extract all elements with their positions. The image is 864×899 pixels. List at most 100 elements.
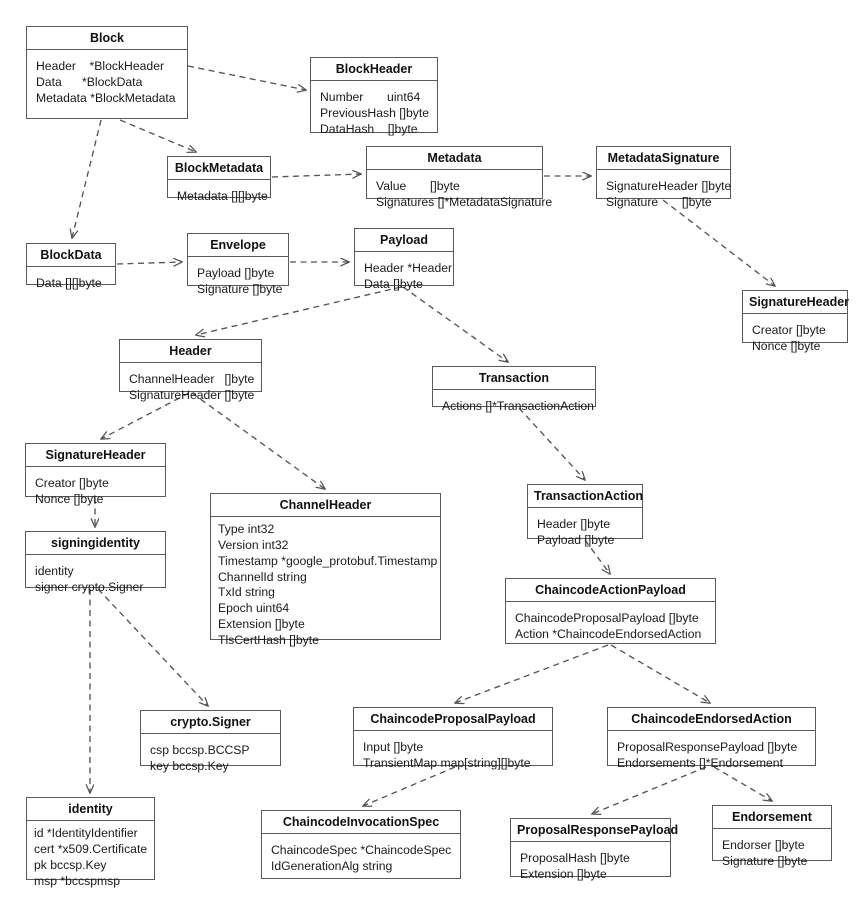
uml-field: id *IdentityIdentifier (34, 826, 138, 841)
uml-class-title-blockdata: BlockData (27, 244, 115, 268)
uml-class-title-identity: identity (27, 798, 154, 822)
uml-field: Extension []byte (520, 867, 607, 882)
uml-class-title-channelheader: ChannelHeader (211, 494, 440, 518)
uml-field: PreviousHash []byte (320, 106, 430, 121)
uml-field: Metadata *BlockMetadata (36, 90, 176, 105)
uml-class-fields-transaction: Actions []*TransactionAction (433, 390, 595, 425)
uml-field: Data [][]byte (36, 276, 102, 291)
uml-class-title-blockheader: BlockHeader (311, 58, 437, 82)
uml-class-title-block: Block (27, 27, 187, 51)
uml-field: identity (35, 564, 74, 579)
edge-signingidentity-to-cryptosigner (97, 588, 208, 706)
uml-field: IdGenerationAlg string (271, 859, 393, 874)
uml-field: ChannelId string (218, 569, 307, 584)
uml-field: Signature []byte (197, 282, 283, 297)
uml-field: ChaincodeProposalPayload []byte (515, 611, 699, 626)
edge-block-to-blockmetadata (119, 119, 196, 152)
uml-field: Version int32 (218, 538, 289, 553)
uml-class-title-chaincodeendorsedaction: ChaincodeEndorsedAction (608, 708, 815, 732)
uml-field: TlsCertHash []byte (218, 632, 319, 647)
uml-class-title-header: Header (120, 340, 261, 364)
uml-field: ProposalResponsePayload []byte (617, 740, 798, 755)
uml-class-title-metadata: Metadata (367, 147, 542, 171)
uml-class-title-envelope: Envelope (188, 234, 288, 258)
uml-field: Epoch uint64 (218, 601, 290, 616)
uml-field: Header *BlockHeader (36, 59, 165, 74)
uml-class-title-metadatasignature: MetadataSignature (597, 147, 730, 171)
uml-class-title-signatureheader_right: SignatureHeader (743, 291, 849, 315)
uml-field: Value []byte (376, 179, 460, 194)
uml-class-title-chaincodeproposalpayload: ChaincodeProposalPayload (354, 708, 552, 732)
uml-field: signer crypto.Signer (35, 580, 144, 595)
uml-class-title-chaincodeactionpayload: ChaincodeActionPayload (506, 579, 715, 603)
uml-class-title-chaincodeinvocationspec: ChaincodeInvocationSpec (262, 811, 460, 835)
uml-field: cert *x509.Certificate (34, 842, 148, 857)
uml-field: DataHash []byte (320, 121, 418, 136)
uml-field: ProposalHash []byte (520, 851, 630, 866)
uml-field: Actions []*TransactionAction (442, 399, 594, 414)
uml-field: TxId string (218, 585, 275, 600)
uml-class-title-transaction: Transaction (433, 367, 595, 391)
uml-class-title-transactionaction: TransactionAction (528, 485, 643, 509)
uml-class-fields-blockdata: Data [][]byte (27, 267, 115, 302)
uml-field: Header []byte (537, 517, 611, 532)
uml-field: Nonce []byte (35, 492, 104, 507)
uml-field: Data []byte (364, 277, 423, 292)
uml-field: Type int32 (218, 522, 275, 537)
uml-field: Creator []byte (35, 476, 109, 491)
uml-class-fields-blockmetadata: Metadata [][]byte (168, 180, 270, 215)
uml-class-title-proposalresponsepayload: ProposalResponsePayload (511, 819, 678, 843)
uml-field: Payload []byte (197, 266, 275, 281)
uml-field: ChaincodeSpec *ChaincodeSpec (271, 843, 452, 858)
uml-field: TransientMap map[string][]byte (363, 756, 531, 771)
uml-field: Signature []byte (606, 195, 712, 210)
uml-class-title-payload: Payload (355, 229, 453, 253)
uml-field: Data *BlockData (36, 75, 143, 90)
uml-class-title-blockmetadata: BlockMetadata (168, 157, 270, 181)
uml-class-title-endorsement: Endorsement (713, 806, 831, 830)
uml-field: SignatureHeader []byte (606, 179, 732, 194)
uml-field: Creator []byte (752, 323, 826, 338)
uml-field: Signature []byte (722, 854, 808, 869)
uml-field: Endorsements []*Endorsement (617, 756, 783, 771)
edge-chaincodeactionpayload-to-chaincodeproposalpayload (455, 644, 609, 703)
uml-field: Number uint64 (320, 90, 421, 105)
uml-field: Input []byte (363, 740, 424, 755)
uml-field: msp *bccspmsp (34, 873, 121, 888)
uml-field: ChannelHeader []byte (129, 372, 255, 387)
uml-class-title-cryptosigner: crypto.Signer (141, 711, 280, 735)
